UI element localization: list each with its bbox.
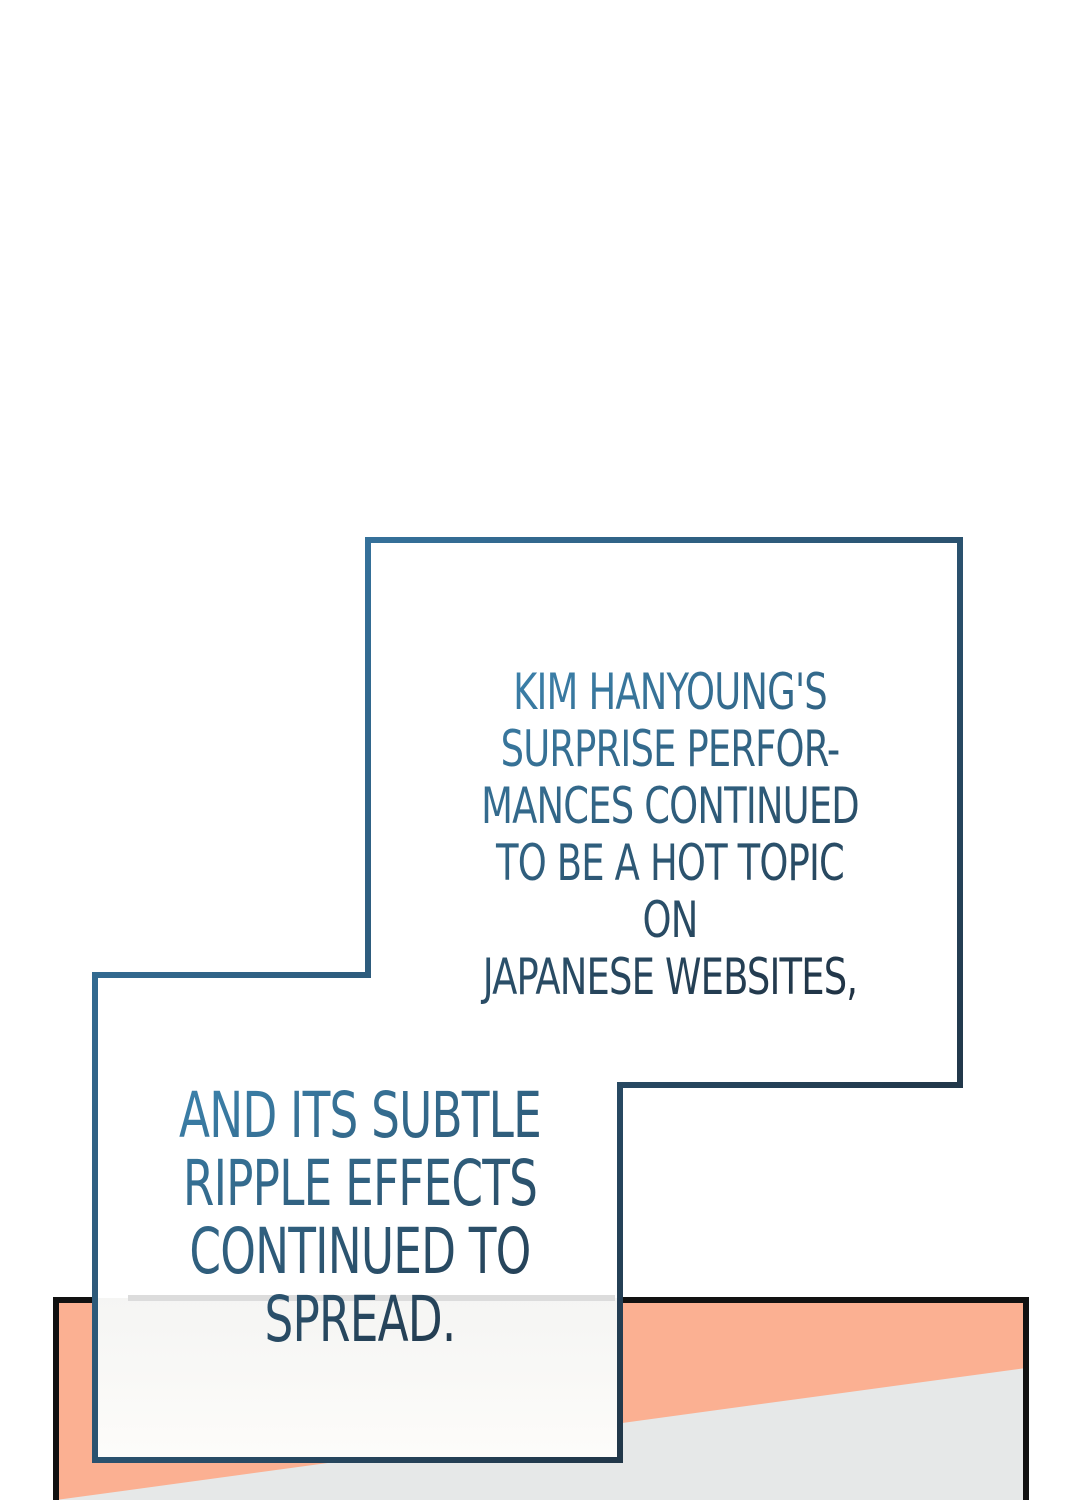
caption-box-tint xyxy=(98,1298,617,1457)
caption-text-bottom: AND ITS SUBTLE RIPPLE EFFECTS CONTINUED … xyxy=(156,1082,564,1354)
caption-box-border xyxy=(92,537,963,1463)
caption-text-top: KIM HANYOUNG'S SURPRISE PERFOR- MANCES C… xyxy=(469,664,871,1006)
caption-box-fill xyxy=(95,540,960,1460)
